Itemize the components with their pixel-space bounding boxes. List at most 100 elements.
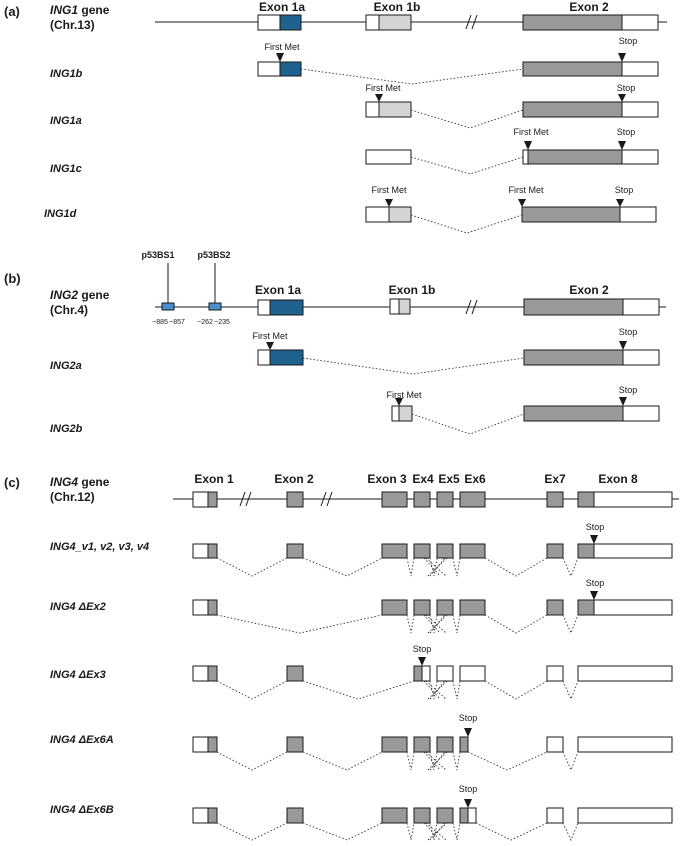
exon-coding — [413, 491, 431, 508]
splice-junction — [423, 680, 441, 700]
exon-utr — [577, 736, 673, 753]
splice-junction — [406, 614, 415, 634]
stop-label: Stop — [586, 578, 605, 588]
exon-utr — [192, 736, 209, 753]
first-met-marker — [524, 141, 532, 150]
first-met-label: First Met — [509, 185, 544, 195]
panel-a-gene-track — [155, 14, 667, 31]
panel-a-exon-1b-label: Exon 1b — [374, 0, 421, 14]
exon-utr — [257, 61, 281, 77]
splice-junction — [425, 751, 447, 771]
stop-marker — [616, 199, 624, 207]
splice-junction — [302, 557, 383, 577]
exon-coding — [207, 599, 218, 616]
exon-coding — [286, 543, 304, 559]
stop-label: Stop — [459, 784, 478, 794]
exon-coding — [413, 543, 431, 559]
exon-coding — [413, 736, 431, 753]
exon-coding — [378, 14, 412, 31]
panel-b-gene-word: gene — [81, 288, 109, 302]
exon-utr — [577, 665, 673, 682]
exon-coding — [381, 543, 408, 559]
panel-b-label: (b) — [4, 271, 21, 286]
splice-junction — [423, 557, 441, 577]
splice-junction — [429, 751, 438, 771]
splice-junction — [423, 614, 441, 634]
isoform-label: ING4 ΔEx2 — [50, 601, 106, 613]
splice-junction — [562, 614, 579, 635]
exon-utr — [365, 101, 380, 118]
first-met-marker — [276, 53, 284, 62]
panel-a-exon-2-label: Exon 2 — [569, 0, 609, 14]
splice-junction — [429, 557, 438, 577]
isoform-ing1d: ING1d First Met First Met Stop — [44, 185, 657, 234]
exon-utr — [619, 206, 657, 223]
splice-junction — [429, 557, 446, 577]
exon-utr — [365, 14, 380, 31]
panel-c-gene-name: ING4 — [50, 475, 78, 489]
exon-coding — [459, 807, 469, 824]
panel-b-exon-1a-label: Exon 1a — [255, 283, 301, 297]
exon-coding — [436, 491, 454, 508]
p53bs1-end: −857 — [169, 319, 185, 326]
splice-junction — [429, 751, 446, 771]
panel-b-gene-name: ING2 — [50, 288, 78, 302]
isoform-ing4-dex3: ING4 ΔEx3 Stop — [50, 644, 673, 701]
splice-junction — [425, 680, 447, 700]
stop-marker — [618, 141, 626, 150]
exon-utr — [522, 149, 529, 165]
splice-junction — [452, 751, 461, 771]
p53bs2-end: −235 — [214, 319, 230, 326]
exon-coding — [207, 736, 218, 753]
panel-b-exon-2-label: Exon 2 — [569, 283, 609, 297]
first-met-label: First Met — [514, 127, 549, 137]
exon-coding — [286, 736, 304, 753]
exon-coding — [413, 807, 431, 824]
splice-junction — [452, 614, 461, 634]
splice-junction — [429, 614, 438, 634]
exon-coding — [436, 599, 454, 616]
exon-coding — [523, 298, 624, 316]
exon-utr — [192, 665, 209, 682]
splice-junction — [562, 822, 579, 842]
splice-junction — [484, 680, 548, 700]
ex7-label: Ex7 — [544, 472, 566, 486]
exon-coding — [546, 543, 564, 559]
exon-coding — [522, 101, 623, 118]
splice-junction — [216, 822, 288, 841]
exon-utr — [257, 14, 281, 31]
ex6-label: Ex6 — [464, 472, 486, 486]
panel-a-exon-1a-label: Exon 1a — [259, 0, 305, 14]
exon-1-label: Exon 1 — [194, 472, 234, 486]
first-met-label: First Met — [366, 83, 401, 93]
stop-label: Stop — [615, 185, 634, 195]
exon-utr — [192, 807, 209, 824]
axis-break — [471, 14, 478, 30]
stop-marker — [619, 341, 627, 350]
exon-coding — [522, 61, 623, 77]
panel-a-label: (a) — [4, 4, 20, 19]
exon-utr — [621, 149, 659, 165]
exon-coding — [459, 543, 486, 559]
exon-coding — [459, 599, 486, 616]
isoform-label: ING1d — [44, 208, 77, 220]
splice-junction — [406, 557, 415, 577]
panel-b-exon-1b-label: Exon 1b — [389, 283, 436, 297]
axis-break — [320, 491, 327, 507]
stop-marker — [590, 591, 598, 600]
exon-coding — [546, 491, 564, 508]
first-met-label: First Met — [265, 42, 300, 52]
exon-utr — [622, 405, 660, 422]
isoform-label: ING1a — [50, 115, 82, 127]
stop-marker — [619, 397, 627, 406]
first-met-marker — [385, 199, 393, 207]
exon-utr — [621, 101, 659, 118]
stop-marker — [418, 657, 426, 666]
splice-junction — [411, 413, 525, 435]
exon-coding — [378, 101, 412, 118]
first-met-marker — [518, 199, 526, 207]
panel-a-gene-title: ING1 gene — [50, 3, 110, 17]
axis-break — [239, 491, 246, 507]
splice-junction — [302, 751, 383, 771]
exon-utr — [436, 665, 454, 682]
